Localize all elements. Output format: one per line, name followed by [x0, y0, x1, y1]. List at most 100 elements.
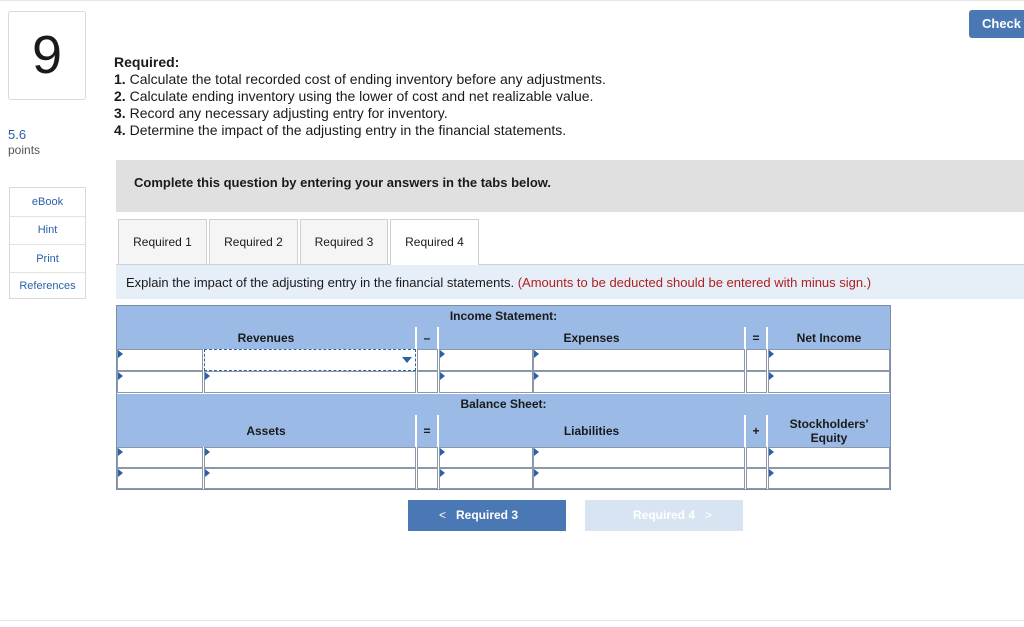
expenses-amount-cell[interactable]	[533, 371, 745, 393]
side-divider	[10, 244, 85, 245]
chevron-down-icon	[402, 357, 412, 363]
cell-marker	[205, 469, 210, 477]
cell-marker	[440, 448, 445, 456]
required-item-1: 1. Calculate the total recorded cost of …	[114, 71, 606, 87]
explain-note: (Amounts to be deducted should be entere…	[517, 275, 872, 290]
balance-sheet-title: Balance Sheet:	[117, 394, 890, 415]
revenues-header: Revenues	[117, 327, 415, 349]
cell-marker	[534, 448, 539, 456]
liabilities-label-cell[interactable]	[439, 447, 533, 468]
instruction-bar: Complete this question by entering your …	[116, 160, 1024, 212]
side-item-hint[interactable]: Hint	[37, 224, 58, 236]
cell-marker	[205, 448, 210, 456]
top-divider	[0, 0, 1024, 1]
tab-required-3[interactable]: Required 3	[300, 219, 388, 264]
cell-marker	[769, 469, 774, 477]
expenses-label-cell[interactable]	[439, 371, 533, 393]
points-label: points	[8, 143, 41, 157]
cell-marker	[534, 350, 539, 358]
side-menu: eBook Hint Print References	[9, 187, 86, 299]
assets-amount-cell[interactable]	[204, 468, 416, 489]
net-income-header: Net Income	[768, 327, 890, 349]
instruction-text: Complete this question by entering your …	[134, 175, 552, 190]
cell-marker	[769, 448, 774, 456]
required-item-text: Determine the impact of the adjusting en…	[129, 122, 567, 138]
cell-marker	[769, 350, 774, 358]
explain-text: Explain the impact of the adjusting entr…	[126, 275, 871, 290]
next-required-button[interactable]: <Required 4>	[585, 500, 743, 531]
minus-operator: –	[417, 327, 437, 349]
required-title: Required:	[114, 54, 180, 70]
expenses-amount-cell[interactable]	[533, 349, 745, 371]
equals-operator: =	[746, 327, 766, 349]
chevron-left-icon: <	[438, 508, 446, 522]
side-item-ebook[interactable]: eBook	[31, 196, 64, 208]
liabilities-label-cell[interactable]	[439, 468, 533, 489]
required-item-number: 1.	[114, 71, 126, 87]
explain-bar: Explain the impact of the adjusting entr…	[116, 264, 1024, 299]
assets-header: Assets	[117, 415, 415, 447]
required-item-text: Calculate ending inventory using the low…	[129, 88, 594, 104]
prev-required-label: Required 3	[455, 508, 518, 522]
cell-marker	[118, 350, 123, 358]
cell-marker	[118, 372, 123, 380]
assets-label-cell[interactable]	[117, 468, 203, 489]
required-item-number: 2.	[114, 88, 126, 104]
required-item-3: 3. Record any necessary adjusting entry …	[114, 105, 448, 121]
balance-gap-cell	[746, 468, 767, 489]
required-item-number: 3.	[114, 105, 126, 121]
equity-cell[interactable]	[768, 447, 890, 468]
expenses-label-cell[interactable]	[439, 349, 533, 371]
side-item-references[interactable]: References	[19, 280, 76, 292]
question-number: 9	[31, 25, 63, 85]
cell-marker	[440, 372, 445, 380]
liabilities-amount-cell[interactable]	[533, 468, 745, 489]
income-gap-cell	[417, 349, 438, 371]
revenues-account-select[interactable]	[204, 349, 416, 371]
chevron-right-icon: >	[705, 508, 713, 522]
balance-gap-cell	[746, 447, 767, 468]
check-button[interactable]: Check	[969, 10, 1024, 38]
income-gap-cell	[746, 349, 767, 371]
equity-cell[interactable]	[768, 468, 890, 489]
income-gap-cell	[417, 371, 438, 393]
next-required-label: Required 4	[632, 508, 695, 522]
equity-header: Stockholders' Equity	[768, 415, 890, 447]
assets-label-cell[interactable]	[117, 447, 203, 468]
balance-gap-cell	[417, 447, 438, 468]
required-item-2: 2. Calculate ending inventory using the …	[114, 88, 593, 104]
assets-amount-cell[interactable]	[204, 447, 416, 468]
revenues-amount-cell[interactable]	[204, 371, 416, 393]
required-item-text: Calculate the total recorded cost of end…	[129, 71, 606, 87]
plus-operator: +	[746, 415, 766, 447]
points-value: 5.6	[8, 127, 27, 142]
net-income-cell[interactable]	[768, 349, 890, 371]
income-label-cell[interactable]	[117, 371, 203, 393]
tab-required-4[interactable]: Required 4	[390, 219, 479, 265]
required-item-text: Record any necessary adjusting entry for…	[129, 105, 448, 121]
equals-operator: =	[417, 415, 437, 447]
explain-main: Explain the impact of the adjusting entr…	[126, 275, 515, 290]
prev-required-button[interactable]: <Required 3>	[408, 500, 566, 531]
required-item-4: 4. Determine the impact of the adjusting…	[114, 122, 566, 138]
net-income-cell[interactable]	[768, 371, 890, 393]
liabilities-amount-cell[interactable]	[533, 447, 745, 468]
liabilities-header: Liabilities	[439, 415, 744, 447]
tab-required-1[interactable]: Required 1	[118, 219, 207, 264]
income-label-cell[interactable]	[117, 349, 203, 371]
cell-marker	[440, 350, 445, 358]
expenses-header: Expenses	[439, 327, 744, 349]
income-gap-cell	[746, 371, 767, 393]
required-item-number: 4.	[114, 122, 126, 138]
cell-marker	[534, 469, 539, 477]
cell-marker	[769, 372, 774, 380]
financial-impact-table: Income Statement: Revenues – Expenses = …	[116, 305, 891, 490]
side-divider	[10, 216, 85, 217]
cell-marker	[440, 469, 445, 477]
side-item-print[interactable]: Print	[36, 253, 59, 265]
income-statement-title: Income Statement:	[117, 306, 890, 327]
cell-marker	[118, 469, 123, 477]
cell-marker	[534, 372, 539, 380]
cell-marker	[118, 448, 123, 456]
tab-required-2[interactable]: Required 2	[209, 219, 298, 264]
